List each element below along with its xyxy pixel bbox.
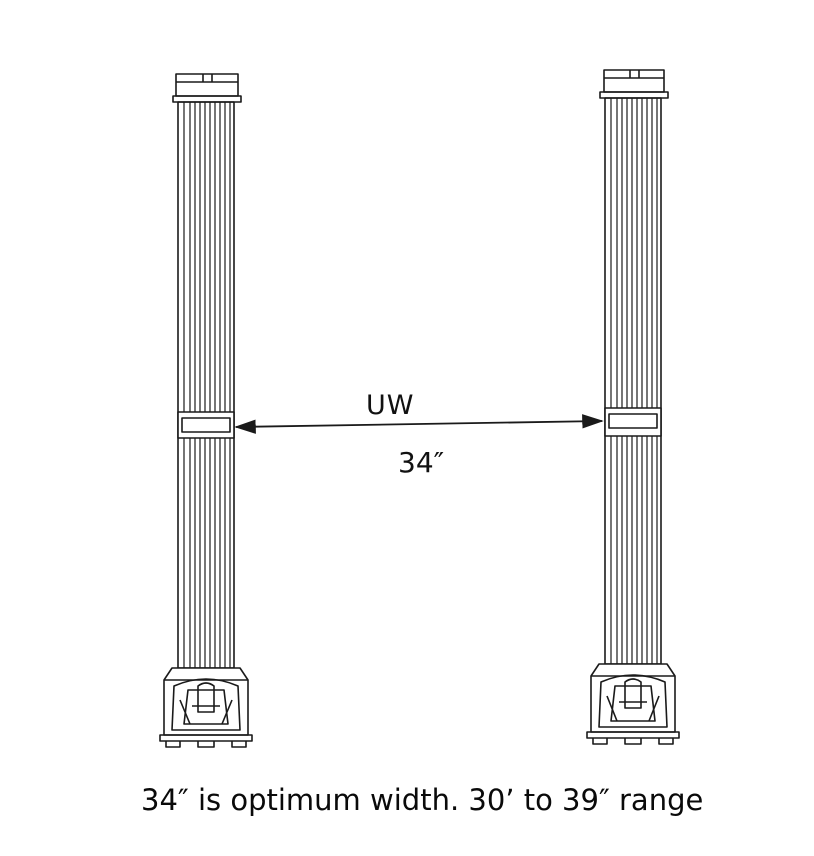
right-post — [586, 69, 680, 745]
left-post — [159, 73, 253, 748]
caption: 34″ is optimum width. 30’ to 39″ range — [141, 783, 704, 817]
left-post-flutes — [183, 102, 231, 668]
right-post-flutes — [610, 98, 658, 664]
dimension-value: 34″ — [398, 446, 445, 479]
left-post-cap — [172, 73, 242, 103]
measure-label: UW — [366, 390, 415, 421]
dimension-arrow — [234, 414, 604, 434]
left-post-base — [159, 667, 253, 748]
left-post-band — [177, 411, 235, 439]
right-post-band — [604, 407, 662, 437]
right-post-base — [586, 663, 680, 745]
right-post-cap — [599, 69, 669, 99]
